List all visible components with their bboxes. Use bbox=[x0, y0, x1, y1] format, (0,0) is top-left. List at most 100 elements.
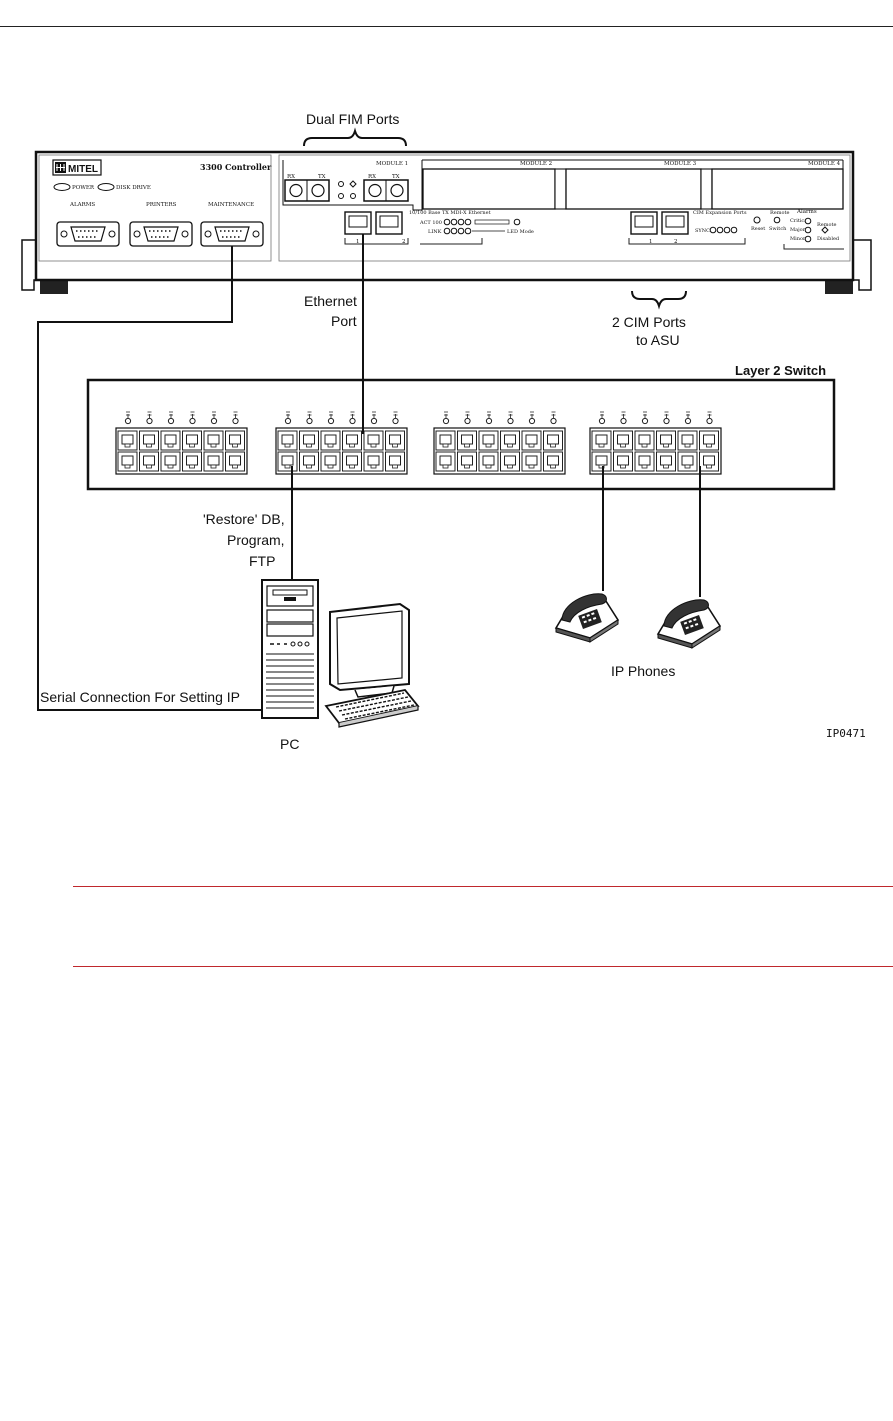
switch-port bbox=[435, 430, 456, 451]
module-1-label: MODULE 1 bbox=[376, 161, 408, 167]
switch-port bbox=[385, 451, 405, 472]
switch-port bbox=[699, 451, 719, 472]
ethernet-status-leds bbox=[443, 218, 521, 235]
switch-port bbox=[613, 451, 633, 472]
reset-label: Reset bbox=[751, 226, 765, 232]
switch-port bbox=[203, 430, 224, 451]
link-label: LINK bbox=[428, 229, 442, 235]
switch-port-banks bbox=[115, 411, 722, 475]
cim-status-leds bbox=[709, 216, 761, 234]
switch-port bbox=[160, 430, 181, 451]
switch-port bbox=[677, 430, 698, 451]
maintenance-port-label: MAINTENANCE bbox=[208, 202, 254, 208]
alarms-port-label: ALARMS bbox=[69, 202, 95, 208]
switch-port bbox=[543, 430, 563, 451]
switch-port bbox=[478, 430, 499, 451]
switch-port bbox=[225, 451, 245, 472]
switch-port bbox=[613, 430, 633, 451]
ip-phone-2 bbox=[657, 598, 721, 649]
ethernet-title: 10/100 Base TX MDI-X Ethernet bbox=[409, 210, 491, 216]
alarms-title: Alarms bbox=[796, 209, 817, 215]
switch-port bbox=[277, 451, 298, 472]
alarms-db9-port bbox=[56, 221, 120, 247]
pc-keyboard bbox=[324, 689, 420, 728]
switch-port bbox=[203, 451, 224, 472]
restore-label-3: FTP bbox=[249, 553, 275, 569]
switch-port bbox=[591, 430, 612, 451]
cim-ports-label-2: to ASU bbox=[636, 332, 680, 348]
switch-port bbox=[182, 451, 202, 472]
alarm-leds bbox=[783, 217, 844, 250]
disabled-label: Disabled bbox=[817, 236, 840, 242]
switch-port bbox=[342, 430, 362, 451]
eth-port-1-num: 1 bbox=[356, 239, 360, 245]
switch-port bbox=[363, 451, 384, 472]
sync-label: SYNC bbox=[695, 228, 710, 234]
switch-port bbox=[478, 451, 499, 472]
fim2-tx-label: TX bbox=[392, 174, 400, 180]
switch-port bbox=[320, 451, 341, 472]
ip-phones-label: IP Phones bbox=[611, 663, 675, 679]
remote-switch-label: Remote bbox=[770, 210, 789, 216]
remote-switch-button bbox=[773, 216, 781, 224]
cim-port-1-num: 1 bbox=[649, 239, 653, 245]
fim1-tx-label: TX bbox=[318, 174, 326, 180]
printers-port-label: PRINTERS bbox=[146, 202, 177, 208]
switch-port bbox=[677, 451, 698, 472]
switch-port bbox=[435, 451, 456, 472]
switch-port bbox=[699, 430, 719, 451]
serial-cable bbox=[37, 246, 262, 711]
mitel-logo bbox=[52, 159, 102, 176]
fim-indicator-leds bbox=[338, 180, 357, 199]
switch-port bbox=[139, 451, 159, 472]
ethernet-port-label-1: Ethernet bbox=[304, 293, 357, 309]
layer2-switch-label: Layer 2 Switch bbox=[735, 363, 826, 378]
figure-id: IP0471 bbox=[826, 727, 866, 740]
controller-model: 3300 Controller bbox=[200, 162, 272, 172]
eth-port-2-num: 2 bbox=[402, 239, 406, 245]
major-label: Major bbox=[790, 227, 806, 233]
switch-port bbox=[363, 430, 384, 451]
module-2-label: MODULE 2 bbox=[520, 161, 552, 167]
switch-port bbox=[591, 451, 612, 472]
switch-port bbox=[385, 430, 405, 451]
cim-port-2-num: 2 bbox=[674, 239, 678, 245]
switch-port bbox=[320, 430, 341, 451]
switch-port bbox=[117, 430, 138, 451]
cim-ports-brace bbox=[631, 290, 687, 310]
switch-port bbox=[299, 430, 319, 451]
cim-ports-label-1: 2 CIM Ports bbox=[612, 314, 686, 330]
switch-port bbox=[225, 430, 245, 451]
switch-port bbox=[342, 451, 362, 472]
act-label: ACT 100 bbox=[419, 220, 442, 226]
dual-fim-ports-label: Dual FIM Ports bbox=[306, 111, 399, 127]
switch-port bbox=[457, 430, 477, 451]
fim2-rx-label: RX bbox=[368, 174, 376, 180]
cim-expansion-ports bbox=[628, 211, 746, 245]
switch-port bbox=[521, 430, 542, 451]
critical-label: Critical bbox=[790, 218, 809, 224]
pc-tower bbox=[261, 579, 319, 719]
switch-port bbox=[634, 430, 655, 451]
power-led-label: POWER bbox=[72, 185, 95, 191]
power-led bbox=[53, 183, 71, 191]
module-4-label: MODULE 4 bbox=[808, 161, 841, 167]
module-3-label: MODULE 3 bbox=[664, 161, 697, 167]
ip-phone-1 bbox=[555, 592, 619, 643]
switch-port bbox=[299, 451, 319, 472]
pc-monitor bbox=[329, 602, 410, 698]
switch-port bbox=[543, 451, 563, 472]
switch-port bbox=[117, 451, 138, 472]
switch-port bbox=[656, 430, 676, 451]
fim-port-2: RX TX bbox=[363, 174, 409, 202]
switch-port bbox=[634, 451, 655, 472]
dual-fim-brace bbox=[303, 127, 407, 147]
disk-led-label: DISK DRIVE bbox=[116, 185, 151, 191]
switch-port bbox=[500, 451, 520, 472]
switch-port bbox=[500, 430, 520, 451]
fim-port-1: RX TX bbox=[284, 174, 330, 202]
remote-alarm-label: Remote bbox=[817, 222, 836, 228]
switch-port bbox=[521, 451, 542, 472]
switch-port bbox=[457, 451, 477, 472]
